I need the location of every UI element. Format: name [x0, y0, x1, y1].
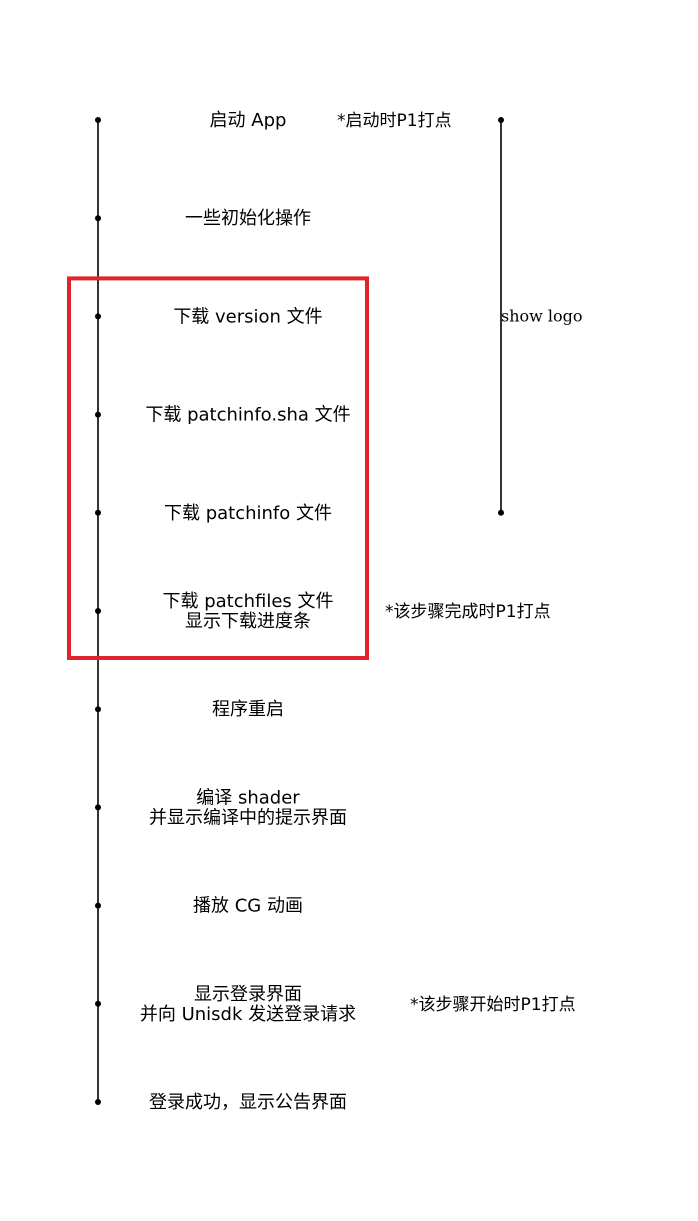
timeline-step-dot [95, 313, 101, 320]
show-logo-range-end-dot [498, 509, 504, 516]
timeline-step-label: 显示下载进度条 [185, 611, 311, 632]
timeline-step: 启动 App [95, 110, 286, 131]
timeline-step-label: 下载 version 文件 [173, 306, 322, 327]
timeline-step-dot [95, 804, 101, 811]
timeline-step-dot [95, 509, 101, 516]
timeline-step-label: 下载 patchinfo.sha 文件 [145, 405, 350, 426]
timeline-step-label: 一些初始化操作 [185, 208, 311, 229]
timeline-step-label: 启动 App [210, 110, 287, 131]
p1-tracking-note: *该步骤完成时P1打点 [385, 602, 551, 622]
timeline-step-dot [95, 411, 101, 418]
timeline-step-dot [95, 608, 101, 614]
p1-tracking-note: *该步骤开始时P1打点 [410, 995, 576, 1015]
show-logo-label: show logo [501, 306, 583, 325]
timeline-step: 下载 version 文件 [95, 306, 323, 327]
timeline-step: 一些初始化操作 [95, 208, 311, 229]
timeline-step-dot [95, 117, 101, 123]
timeline-step-dot [95, 1099, 101, 1105]
timeline-step-label: 显示登录界面 [194, 984, 302, 1005]
timeline-step-label: 下载 patchinfo 文件 [164, 503, 332, 524]
timeline-step-label: 登录成功，显示公告界面 [149, 1092, 347, 1113]
show-logo-range-start-dot [498, 117, 504, 123]
timeline-step: 播放 CG 动画 [95, 896, 303, 917]
timeline-step-label: 下载 patchfiles 文件 [162, 591, 333, 612]
download-steps-highlight-box [67, 276, 369, 660]
timeline-step: 登录成功，显示公告界面 [95, 1092, 347, 1113]
p1-tracking-note: *启动时P1打点 [337, 111, 452, 131]
timeline-step-label: 并显示编译中的提示界面 [149, 807, 347, 828]
timeline-step-dot [95, 902, 101, 909]
timeline-step-label: 并向 Unisdk 发送登录请求 [140, 1004, 356, 1025]
timeline-step-label: 程序重启 [212, 699, 284, 720]
timeline-step: 程序重启 [95, 699, 284, 720]
timeline-step-label: 编译 shader [196, 787, 300, 808]
timeline-step-dot [95, 706, 101, 713]
timeline-step-dot [95, 1000, 101, 1007]
timeline-step-dot [95, 215, 101, 222]
timeline-step-label: 播放 CG 动画 [193, 896, 303, 917]
timeline-step: 下载 patchinfo.sha 文件 [95, 405, 351, 426]
timeline-step: 下载 patchinfo 文件 [95, 503, 332, 524]
